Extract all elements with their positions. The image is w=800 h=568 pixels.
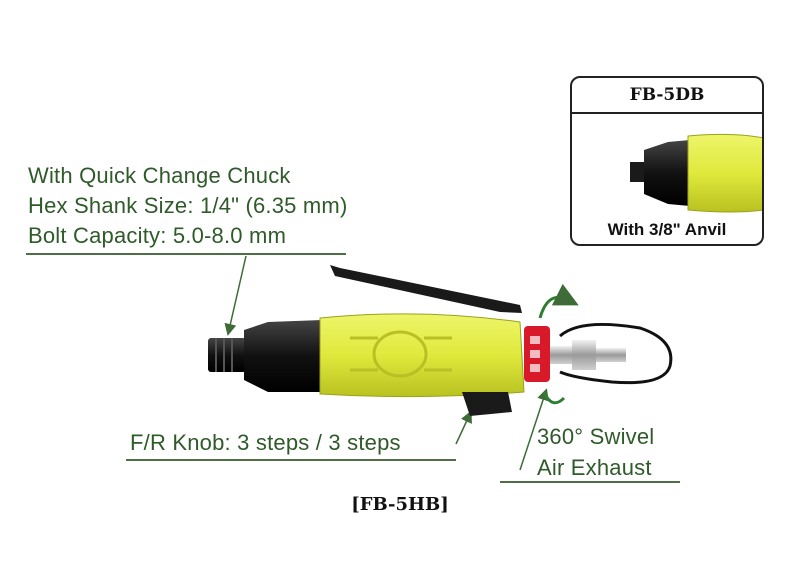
rotation-arrow-bottom (542, 391, 566, 405)
tool-body (319, 313, 525, 398)
inset-caption: With 3/8" Anvil (607, 220, 727, 239)
inset-variant-panel: FB-5DB With 3/8" Anvil (570, 76, 764, 246)
knob-callout: F/R Knob: 3 steps / 3 steps (130, 428, 401, 458)
anvil-tip (630, 162, 646, 182)
swivel-callout-line-1: 360° Swivel (537, 424, 655, 449)
swivel-callout-underline (500, 481, 680, 483)
swivel-callout-line-2: Air Exhaust (537, 455, 652, 480)
chuck-leader-line (224, 255, 247, 336)
chuck-callout-line-2: Hex Shank Size: 1/4" (6.35 mm) (28, 193, 348, 218)
inset-tool-body (687, 133, 762, 213)
inset-tool-illustration (630, 133, 762, 213)
knob-callout-line-1: F/R Knob: 3 steps / 3 steps (130, 430, 401, 455)
chuck-housing (244, 320, 322, 392)
chuck-callout-line-3: Bolt Capacity: 5.0-8.0 mm (28, 223, 287, 248)
swivel-leader-line (519, 388, 549, 471)
rotation-arrow-top (538, 283, 579, 319)
chuck-callout-underline (26, 253, 346, 255)
knob-leader-line (455, 410, 472, 445)
model-label: [FB-5HB] (351, 494, 449, 515)
chuck-callout: With Quick Change Chuck Hex Shank Size: … (28, 161, 348, 251)
fr-knob (462, 392, 512, 416)
quick-change-chuck-tip (208, 338, 246, 372)
chuck-callout-line-1: With Quick Change Chuck (28, 163, 291, 188)
exhaust-hanger-loop (558, 322, 673, 385)
inset-title: FB-5DB (572, 78, 762, 114)
knob-callout-underline (126, 459, 456, 461)
swivel-callout: 360° Swivel Air Exhaust (537, 421, 654, 483)
trigger-lever (330, 265, 522, 313)
inset-chuck-housing (644, 140, 690, 206)
air-inlet-coupler (550, 346, 572, 364)
